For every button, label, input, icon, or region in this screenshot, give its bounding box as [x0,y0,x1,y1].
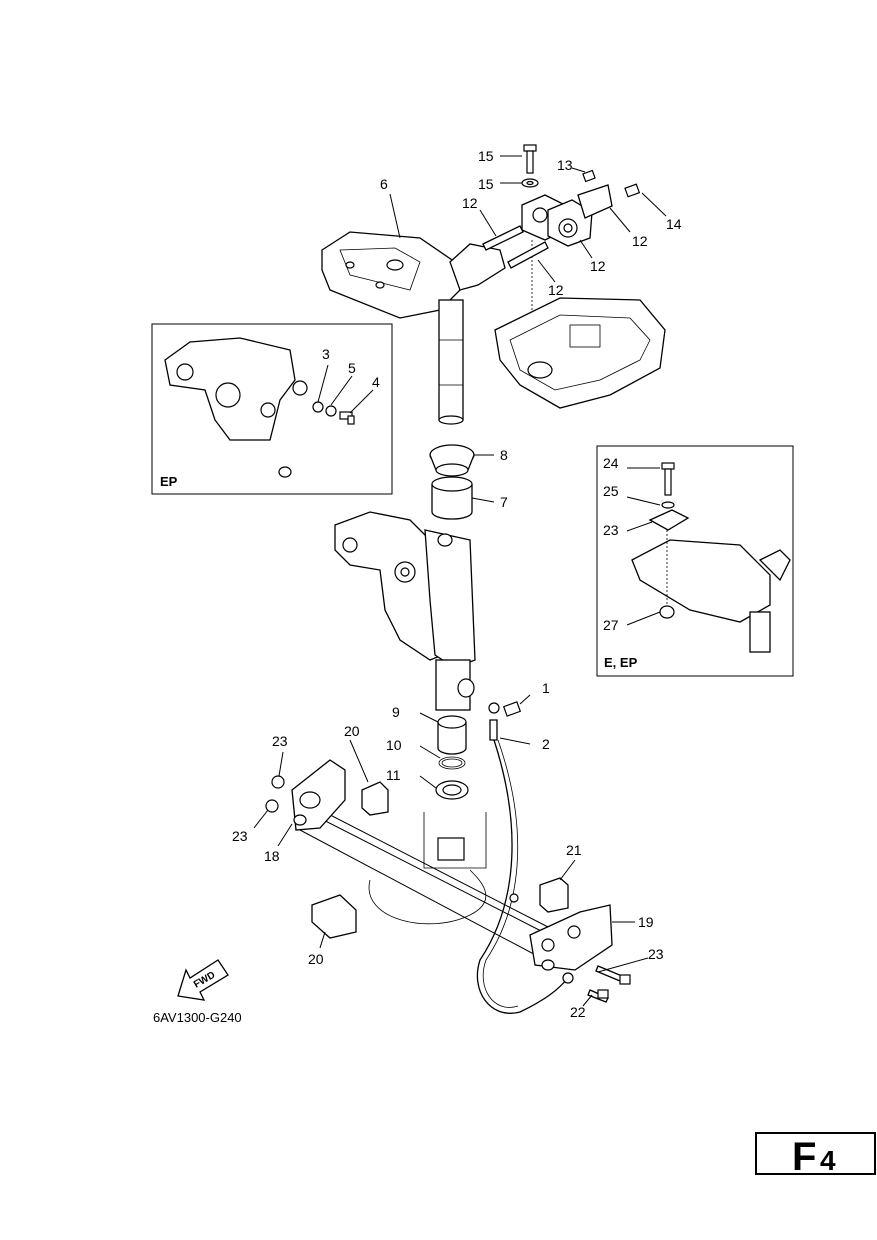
callout-16: 15 [478,148,494,164]
bushings-upper [429,444,475,520]
callout-20-left: 20 [344,723,360,739]
inset-e-ep [596,445,794,677]
callout-22: 23 [648,946,664,962]
page-label-letter: F [792,1135,816,1179]
callout-18-left: 18 [264,848,280,864]
callout-labels: 15 15 13 14 12 12 12 12 6 8 7 9 10 11 1 … [232,148,682,1020]
callout-4: 4 [372,374,380,390]
callout-21: 22 [570,1004,586,1020]
callout-17: 15 [478,176,494,192]
steering-bracket [321,225,549,425]
callout-9: 9 [392,704,400,720]
callout-23-lower: 23 [232,828,248,844]
ground-wire [476,739,569,1014]
diagram-code: 6AV1300-G240 [153,1010,242,1025]
callout-5: 5 [348,360,356,376]
inset-e-ep-tag: E, EP [604,655,638,670]
inset-ep [151,323,393,495]
callout-12-upper: 12 [462,195,478,211]
callout-12-lower: 12 [548,282,564,298]
callout-14: 12 [632,233,648,249]
bushings-lower [435,715,469,800]
callout-6: 6 [380,176,388,192]
callout-15-right: 14 [666,216,682,232]
fwd-arrow-icon: FWD [177,959,229,1001]
callout-19: 20 [308,951,324,967]
leader-lines [253,155,667,1007]
callout-15-left: 13 [557,157,573,173]
callout-2: 2 [542,736,550,752]
callout-3: 3 [322,346,330,362]
page-label-number: 4 [820,1145,836,1176]
inset-ep-frame [151,323,393,495]
swivel-bracket [334,511,522,741]
page-label: F 4 [755,1132,876,1179]
page-label-frame [755,1132,876,1175]
inset-e-ep-frame [596,445,794,677]
lower-mount-assembly [265,759,631,1003]
callout-20-right: 21 [566,842,582,858]
top-mount-assembly [521,144,641,360]
callout-26: 25 [603,483,619,499]
callout-24: 23 [603,522,619,538]
callout-23-upper: 23 [272,733,288,749]
callout-27: 27 [603,617,619,633]
callout-10: 10 [386,737,402,753]
inset-ep-tag: EP [160,474,178,489]
callout-7: 7 [500,494,508,510]
callout-18-right: 19 [638,914,654,930]
mount-plate [494,297,666,409]
callout-25: 24 [603,455,619,471]
callout-1: 1 [542,680,550,696]
callout-8: 8 [500,447,508,463]
callout-13: 12 [590,258,606,274]
callout-11: 11 [386,767,401,783]
